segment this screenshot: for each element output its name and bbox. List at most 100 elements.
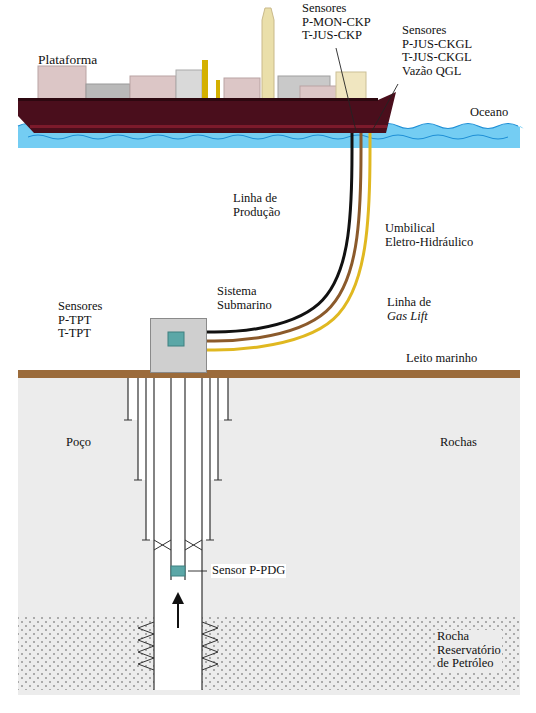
perforations (138, 622, 218, 670)
text-word: T-JUS-CKGL (402, 50, 472, 64)
text-word: Petróleo (452, 656, 494, 670)
flare-tower (262, 8, 274, 100)
text-word: Plataforma (38, 52, 97, 67)
hull-stripe (30, 125, 387, 128)
sensor-label: Sensores P-MON-CKP T-JUS-CKP (302, 2, 371, 43)
text-line: Rochas (440, 436, 477, 450)
text-line: Leito marinho (406, 352, 477, 366)
text-line: Eletro-Hidráulico (385, 236, 473, 250)
node-heading: Sistema Submarino (216, 285, 273, 312)
text-line: Reservatório (437, 644, 501, 658)
text-word: Vazão (402, 64, 436, 78)
text-line: Gas Lift (387, 310, 431, 324)
rock-ground (18, 378, 520, 695)
text-word: Produção (233, 205, 280, 219)
text-line: Sistema (217, 285, 272, 299)
text-word: P-MON-CKP (302, 15, 371, 29)
text-word: P-JUS-CKGL (402, 37, 472, 51)
text-word: Sensores (402, 23, 446, 37)
text-word: Rocha (437, 629, 469, 643)
flow-arrow-shaft (177, 600, 179, 628)
text-word: Eletro-Hidráulico (385, 235, 473, 249)
text-line: Vazão QGL (402, 65, 472, 79)
deck-block (300, 86, 340, 100)
text-line: Umbilical (385, 222, 473, 236)
deck-block (224, 78, 260, 100)
text-line: P-MON-CKP (302, 16, 371, 30)
text-word: QGL (436, 64, 462, 78)
sensor-label: Sensor P-PDG (211, 564, 286, 578)
text-word: de (437, 656, 452, 670)
seabed (18, 370, 520, 378)
text-line: Produção (233, 206, 280, 220)
region-label: Leito marinho (406, 352, 477, 366)
sensor-label: Sensores P-JUS-CKGL T-JUS-CKGL Vazão QGL (402, 24, 472, 78)
text-line: Sensor P-PDG (212, 564, 285, 578)
deck-block (86, 84, 130, 100)
text-line: Sensores (402, 24, 472, 38)
region-label: Oceano (470, 106, 508, 120)
text-line: Sensores (58, 300, 102, 314)
sensor-label: Sensores P-TPT T-TPT (58, 300, 102, 341)
text-word: Gas (387, 309, 410, 323)
deck-block (38, 66, 86, 100)
text-word: Rochas (440, 435, 477, 449)
platform-area: Plataforma (15, 50, 398, 133)
text-word: Linha (233, 191, 265, 205)
line-label: Linha de Produção (232, 192, 281, 219)
deck-pipe (202, 60, 208, 100)
text-word: Leito (406, 351, 436, 365)
text-word: Linha (387, 295, 419, 309)
line-label: Umbilical Eletro-Hidráulico (384, 222, 474, 249)
text-word: Sensores (302, 1, 346, 15)
text-word: Submarino (217, 298, 272, 312)
text-line: Poço (66, 436, 91, 450)
text-word: Poço (66, 435, 91, 449)
region-label: Rochas (440, 436, 477, 450)
text-word: P-TPT (58, 313, 91, 327)
region-label: Rocha Reservatório de Petróleo (436, 630, 502, 671)
well-bore (128, 378, 228, 690)
text-line: P-TPT (58, 314, 102, 328)
ship-hull (18, 92, 396, 133)
text-line: T-TPT (58, 327, 102, 341)
hull-deck-line (18, 98, 378, 101)
leader-line (372, 84, 398, 131)
deck-block (336, 72, 366, 100)
reservoir-rock (18, 615, 520, 690)
text-word: Sensor (212, 563, 249, 577)
text-line: Plataforma (38, 53, 97, 67)
umbilical-line (207, 133, 361, 341)
text-word: Reservatório (437, 643, 501, 657)
text-word: de (419, 295, 431, 309)
flow-arrow-head (172, 592, 184, 604)
text-word: marinho (436, 351, 478, 365)
text-word: Lift (410, 309, 427, 323)
text-word: Oceano (470, 105, 508, 119)
text-word: Sistema (217, 284, 257, 298)
production-tubing (171, 378, 185, 580)
text-line: Sensores (302, 2, 371, 16)
ocean-band (18, 124, 524, 149)
deck-block (176, 70, 202, 100)
text-word: P-PDG (249, 563, 285, 577)
region-label: Poço (66, 436, 91, 450)
text-line: Rocha (437, 630, 501, 644)
well-casings (124, 378, 232, 690)
deck-block (130, 76, 176, 100)
text-line: T-JUS-CKP (302, 29, 371, 43)
text-word: T-JUS-CKP (302, 28, 362, 42)
line-label: Linha de Gas Lift (386, 296, 432, 323)
pdg-sensor (171, 566, 185, 576)
text-line: Submarino (217, 299, 272, 313)
text-line: Linha de (387, 296, 431, 310)
gas-lift-line (207, 133, 370, 350)
packer (154, 540, 202, 550)
text-line: T-JUS-CKGL (402, 51, 472, 65)
leader-line (188, 571, 207, 572)
text-word: Umbilical (385, 221, 435, 235)
text-word: de (265, 191, 277, 205)
node-heading: Plataforma (38, 53, 97, 67)
ocean-wave (28, 135, 508, 139)
